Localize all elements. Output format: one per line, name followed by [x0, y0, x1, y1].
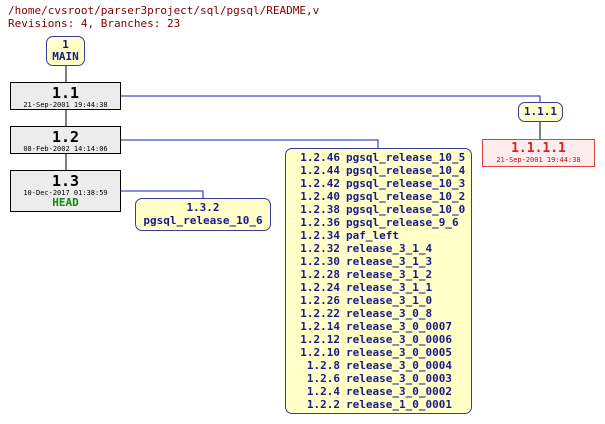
revision-node-1-2[interactable]: 1.2 08-Feb-2002 14:14:06	[10, 126, 121, 154]
tag-row[interactable]: 1.2.4 release_3_0_0002	[292, 385, 471, 398]
tag-revision: 1.2.4	[306, 385, 340, 398]
tag-row[interactable]: 1.2.32 release_3_1_4	[292, 242, 471, 255]
tag-revision: 1.2.44	[300, 164, 340, 177]
tag-revision: 1.2.46	[300, 151, 340, 164]
tag-list-box: 1.2.46 pgsql_release_10_5 1.2.44 pgsql_rele…	[285, 148, 472, 414]
tag-name: release_3_0_0004	[346, 359, 452, 372]
tag-name: release_3_1_1	[346, 281, 433, 294]
tag-name: pgsql_release_10_3	[346, 177, 466, 190]
tag-row[interactable]: 1.2.14 release_3_0_0007	[292, 320, 471, 333]
tag-name: pgsql_release_10_5	[346, 151, 466, 164]
tag-row[interactable]: 1.2.34 paf_left	[292, 229, 471, 242]
tag-name: paf_left	[346, 229, 399, 242]
tag-revision: 1.2.24	[300, 281, 340, 294]
tag-revision: 1.2.8	[306, 359, 340, 372]
tag-row[interactable]: 1.2.12 release_3_0_0006	[292, 333, 471, 346]
file-path: /home/cvsroot/parser3project/sql/pgsql/R…	[8, 4, 320, 17]
tag-revision: 1.2.2	[306, 398, 340, 411]
tag-row[interactable]: 1.2.44 pgsql_release_10_4	[292, 164, 471, 177]
tag-revision: 1.2.28	[300, 268, 340, 281]
tag-name: release_3_1_3	[346, 255, 433, 268]
tag-row[interactable]: 1.2.36 pgsql_release_9_6	[292, 216, 471, 229]
tag-name: release_3_1_4	[346, 242, 433, 255]
branch-line	[121, 139, 379, 148]
tag-row[interactable]: 1.2.2 release_1_0_0001	[292, 398, 471, 411]
branch-node-1-1-1[interactable]: 1.1.1	[518, 102, 563, 122]
branch-rev-label: 1.3.2	[186, 201, 220, 214]
tag-name: release_3_0_0005	[346, 346, 452, 359]
tag-revision: 1.2.38	[300, 203, 340, 216]
revision-number: 1.3	[51, 172, 80, 190]
main-branch-node[interactable]: 1 MAIN	[46, 36, 85, 66]
tag-revision: 1.2.6	[306, 372, 340, 385]
branch-name-label: pgsql_release_10_6	[143, 214, 263, 227]
revision-number: 1.2	[51, 128, 80, 146]
revision-number: 1.1	[51, 84, 80, 102]
tag-name: release_3_0_0002	[346, 385, 452, 398]
tag-row[interactable]: 1.2.28 release_3_1_2	[292, 268, 471, 281]
tag-row[interactable]: 1.2.22 release_3_0_8	[292, 307, 471, 320]
tag-row[interactable]: 1.2.42 pgsql_release_10_3	[292, 177, 471, 190]
revision-node-1-1-1-1[interactable]: 1.1.1.1 21-Sep-2001 19:44:38	[482, 139, 595, 167]
tag-row[interactable]: 1.2.38 pgsql_release_10_0	[292, 203, 471, 216]
tag-revision: 1.2.40	[300, 190, 340, 203]
tag-name: release_3_0_0006	[346, 333, 452, 346]
tag-row[interactable]: 1.2.46 pgsql_release_10_5	[292, 151, 471, 164]
tag-revision: 1.2.34	[300, 229, 340, 242]
tag-name: pgsql_release_10_0	[346, 203, 466, 216]
revision-date: 08-Feb-2002 14:14:06	[23, 145, 108, 153]
tag-name: release_3_1_2	[346, 268, 433, 281]
branch-node-1-3-2[interactable]: 1.3.2 pgsql_release_10_6	[135, 198, 271, 231]
tag-name: pgsql_release_9_6	[346, 216, 459, 229]
revision-stats: Revisions: 4, Branches: 23	[8, 17, 181, 30]
tag-row[interactable]: 1.2.8 release_3_0_0004	[292, 359, 471, 372]
tag-row[interactable]: 1.2.10 release_3_0_0005	[292, 346, 471, 359]
tag-row[interactable]: 1.2.26 release_3_1_0	[292, 294, 471, 307]
branch-line	[121, 190, 204, 198]
tag-name: pgsql_release_10_4	[346, 164, 466, 177]
tag-revision: 1.2.30	[300, 255, 340, 268]
revision-node-1-3[interactable]: 1.3 10-Dec-2017 01:38:59 HEAD	[10, 170, 121, 212]
tag-row[interactable]: 1.2.24 release_3_1_1	[292, 281, 471, 294]
tag-name: release_1_0_0001	[346, 398, 452, 411]
tag-revision: 1.2.12	[300, 333, 340, 346]
tag-revision: 1.2.26	[300, 294, 340, 307]
tag-revision: 1.2.32	[300, 242, 340, 255]
tag-revision: 1.2.22	[300, 307, 340, 320]
tag-revision: 1.2.10	[300, 346, 340, 359]
tag-revision: 1.2.14	[300, 320, 340, 333]
tag-name: release_3_1_0	[346, 294, 433, 307]
tag-row[interactable]: 1.2.40 pgsql_release_10_2	[292, 190, 471, 203]
revision-date: 10-Dec-2017 01:38:59	[23, 189, 108, 197]
branch-rev-label: 1.1.1	[523, 105, 558, 118]
revision-date: 21-Sep-2001 19:44:38	[496, 156, 581, 164]
revision-number: 1.1.1.1	[511, 141, 566, 156]
head-tag-label: HEAD	[52, 196, 79, 209]
tag-row[interactable]: 1.2.30 release_3_1_3	[292, 255, 471, 268]
tag-revision: 1.2.42	[300, 177, 340, 190]
tag-name: release_3_0_0003	[346, 372, 452, 385]
tag-name: release_3_0_8	[346, 307, 433, 320]
main-name-label: MAIN	[52, 50, 79, 63]
main-rev-label: 1	[62, 38, 69, 51]
branch-line	[121, 95, 541, 102]
revision-date: 21-Sep-2001 19:44:38	[23, 101, 108, 109]
revision-node-1-1[interactable]: 1.1 21-Sep-2001 19:44:38	[10, 82, 121, 110]
tag-revision: 1.2.36	[300, 216, 340, 229]
tag-name: pgsql_release_10_2	[346, 190, 466, 203]
tag-name: release_3_0_0007	[346, 320, 452, 333]
tag-row[interactable]: 1.2.6 release_3_0_0003	[292, 372, 471, 385]
